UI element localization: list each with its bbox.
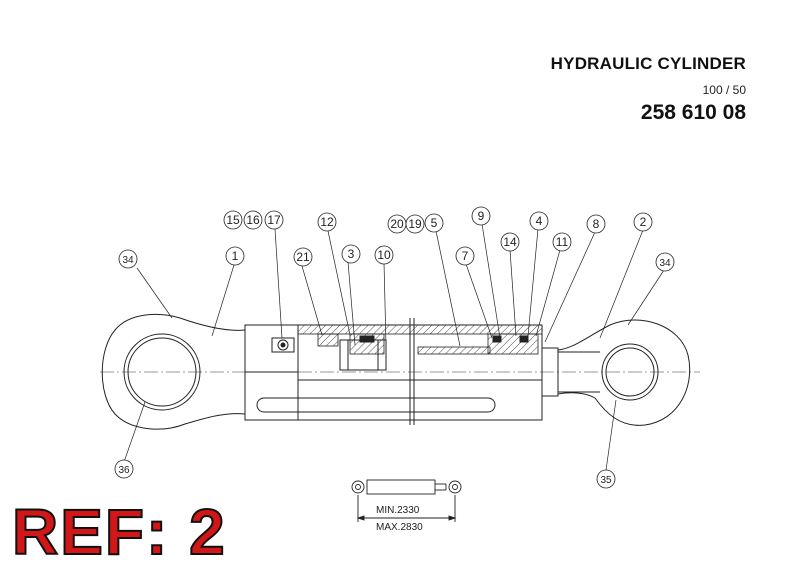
callout-20: 20 [387,214,407,234]
callouts: 15 16 17 12 20 19 5 9 4 8 2 14 11 1 21 3… [114,206,675,489]
callout-15: 15 [223,210,243,230]
right-eye [557,319,691,426]
callout-21: 21 [293,247,313,267]
callout-34-left: 34 [118,249,138,269]
svg-text:3: 3 [348,247,355,261]
svg-text:36: 36 [118,465,130,476]
callout-8: 8 [586,214,606,234]
callout-17: 17 [264,210,284,230]
svg-text:15: 15 [226,213,240,227]
callout-36: 36 [114,459,134,479]
callout-35: 35 [596,469,616,489]
svg-text:20: 20 [390,217,404,231]
svg-text:35: 35 [600,475,612,486]
svg-text:1: 1 [232,249,239,263]
svg-text:12: 12 [320,215,334,229]
leader-lines [123,223,665,471]
callout-2: 2 [633,212,653,232]
callout-11: 11 [552,232,572,252]
callout-16: 16 [243,210,263,230]
svg-text:9: 9 [478,209,485,223]
callout-3: 3 [341,244,361,264]
svg-text:10: 10 [377,248,391,262]
svg-text:34: 34 [659,258,671,269]
drawing-title: HYDRAULIC CYLINDER [550,54,746,73]
callout-4: 4 [529,211,549,231]
svg-text:4: 4 [536,214,543,228]
left-eye [101,313,246,430]
svg-text:7: 7 [462,249,469,263]
svg-text:34: 34 [122,255,134,266]
svg-text:14: 14 [503,235,517,249]
length-diagram [351,479,462,522]
callout-9: 9 [471,206,491,226]
callout-5: 5 [424,213,444,233]
grease-fitting [271,337,295,353]
barrel-wall-hatch [297,324,543,355]
title-block: HYDRAULIC CYLINDER 100 / 50 258 610 08 [551,54,746,125]
ref-label: REF: 2 [11,496,227,568]
callout-10: 10 [374,245,394,265]
piston [339,335,529,371]
callout-7: 7 [455,246,475,266]
callout-14: 14 [500,232,520,252]
svg-text:17: 17 [267,213,281,227]
svg-text:11: 11 [556,235,569,249]
min-length-label: MIN.2330 [376,505,420,516]
svg-text:16: 16 [246,213,260,227]
svg-text:2: 2 [640,215,647,229]
svg-text:21: 21 [296,250,310,264]
callout-12: 12 [317,212,337,232]
part-number: 258 610 08 [640,101,746,124]
max-length-label: MAX.2830 [376,522,423,533]
piston-rod [541,347,600,397]
svg-text:5: 5 [431,216,438,230]
callout-19: 19 [405,214,425,234]
svg-text:19: 19 [408,217,422,231]
svg-text:8: 8 [593,217,600,231]
callout-34-right: 34 [655,252,675,272]
callout-1: 1 [225,246,245,266]
cylinder-size: 100 / 50 [702,83,746,97]
